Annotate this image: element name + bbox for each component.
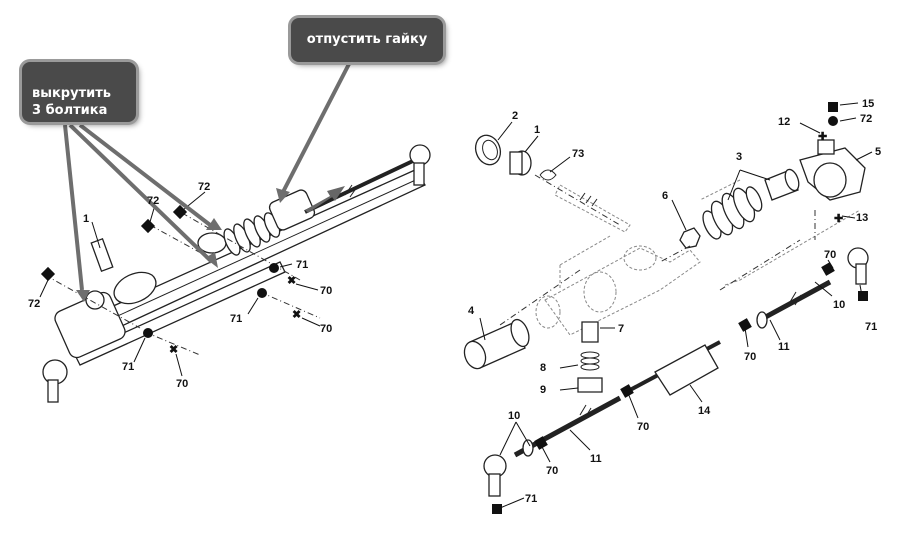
label-70: 70 bbox=[320, 285, 332, 297]
label-9: 9 bbox=[540, 384, 546, 396]
label-11: 11 bbox=[778, 341, 790, 353]
left-rack-assembly bbox=[42, 144, 431, 403]
label-71: 71 bbox=[296, 259, 308, 271]
part-3-boot bbox=[702, 186, 763, 240]
label-73: 73 bbox=[572, 148, 584, 160]
label-12: 12 bbox=[778, 116, 790, 128]
label-7: 7 bbox=[618, 323, 624, 335]
square-marker bbox=[828, 102, 838, 112]
callout-arrowheads bbox=[76, 188, 290, 302]
label-71: 71 bbox=[230, 313, 242, 325]
part-8-spring bbox=[580, 351, 600, 371]
label-72: 72 bbox=[198, 181, 210, 193]
left-ball-stud bbox=[47, 379, 59, 403]
square-marker bbox=[534, 436, 548, 450]
left-boot bbox=[223, 212, 281, 256]
label-6: 6 bbox=[662, 190, 668, 202]
dot-marker bbox=[828, 116, 838, 126]
mount-bracket bbox=[85, 290, 105, 310]
label-13: 13 bbox=[856, 212, 868, 224]
label-14: 14 bbox=[698, 405, 711, 417]
right-exploded-view bbox=[463, 134, 869, 497]
label-70: 70 bbox=[176, 378, 188, 390]
part-9-plug bbox=[577, 377, 603, 393]
label-1: 1 bbox=[534, 124, 540, 136]
part-14-boot bbox=[654, 344, 719, 396]
label-70: 70 bbox=[320, 323, 332, 335]
square-marker bbox=[738, 318, 752, 332]
square-marker bbox=[140, 218, 156, 234]
direction-arrow bbox=[305, 186, 345, 213]
part-10-upper-nut bbox=[756, 311, 768, 329]
square-marker bbox=[821, 262, 835, 276]
label-15: 15 bbox=[862, 98, 874, 110]
label-10: 10 bbox=[833, 299, 845, 311]
dot-marker bbox=[269, 263, 279, 273]
label-72: 72 bbox=[28, 298, 40, 310]
right-labels: 2 1 73 3 15 12 72 5 6 13 70 4 7 10 71 8 … bbox=[468, 98, 881, 505]
loosen-nut-callout: отпустить гайку bbox=[291, 18, 443, 62]
left-labels: 1 72 72 72 71 70 71 70 71 70 bbox=[28, 181, 332, 390]
plus-marker: ✚ bbox=[818, 131, 827, 143]
part-10-lower-nut bbox=[522, 439, 534, 457]
label-70: 70 bbox=[546, 465, 558, 477]
right-tie-rod-end bbox=[409, 144, 431, 166]
part-11-upper-tie-rod bbox=[758, 279, 832, 323]
label-70: 70 bbox=[824, 249, 836, 261]
label-10: 10 bbox=[508, 410, 520, 422]
cross-marker: ✖ bbox=[287, 275, 296, 287]
dot-marker bbox=[143, 328, 153, 338]
label-71: 71 bbox=[525, 493, 537, 505]
lower-ball-stud bbox=[488, 473, 501, 497]
square-marker bbox=[492, 504, 502, 514]
square-marker bbox=[620, 384, 634, 398]
label-11: 11 bbox=[590, 453, 602, 465]
label-1: 1 bbox=[83, 213, 89, 225]
part-73-snap-ring bbox=[539, 169, 557, 181]
part-6-nut bbox=[679, 227, 701, 249]
dot-marker bbox=[257, 288, 267, 298]
upper-ball-stud bbox=[855, 263, 867, 285]
callout-arrows bbox=[63, 61, 352, 291]
label-2: 2 bbox=[512, 110, 518, 122]
label-3: 3 bbox=[736, 151, 742, 163]
label-5: 5 bbox=[875, 146, 881, 158]
left-housing bbox=[54, 291, 126, 359]
part-5-bore bbox=[813, 162, 847, 198]
cross-marker: ✖ bbox=[169, 344, 178, 356]
part-12-boss bbox=[817, 139, 835, 155]
label-70: 70 bbox=[744, 351, 756, 363]
pinion-housing bbox=[113, 271, 157, 305]
unscrew-bolts-text: выкрутить 3 болтика bbox=[32, 86, 111, 118]
right-ball-stud bbox=[413, 162, 425, 186]
plus-marker: ✚ bbox=[834, 213, 843, 225]
part-7-plunger bbox=[581, 321, 599, 343]
label-72: 72 bbox=[860, 113, 872, 125]
pinion-shaft bbox=[90, 238, 114, 272]
part-1-body bbox=[509, 151, 523, 175]
square-marker bbox=[40, 266, 56, 282]
left-markers: ✖ ✖ ✖ bbox=[40, 204, 301, 356]
unscrew-bolts-callout: выкрутить 3 болтика bbox=[22, 62, 136, 122]
square-marker bbox=[858, 291, 868, 301]
right-leader-lines bbox=[479, 102, 873, 509]
label-71: 71 bbox=[865, 321, 877, 333]
part-2-ring bbox=[474, 134, 502, 166]
square-marker bbox=[172, 204, 188, 220]
label-72: 72 bbox=[147, 195, 159, 207]
ghost-housing bbox=[535, 179, 861, 336]
label-8: 8 bbox=[540, 362, 546, 374]
label-71: 71 bbox=[122, 361, 134, 373]
label-70: 70 bbox=[637, 421, 649, 433]
pinion-teeth bbox=[579, 192, 598, 207]
label-4: 4 bbox=[468, 305, 475, 317]
loosen-nut-text: отпустить гайку bbox=[306, 32, 428, 47]
cross-marker: ✖ bbox=[292, 309, 301, 321]
